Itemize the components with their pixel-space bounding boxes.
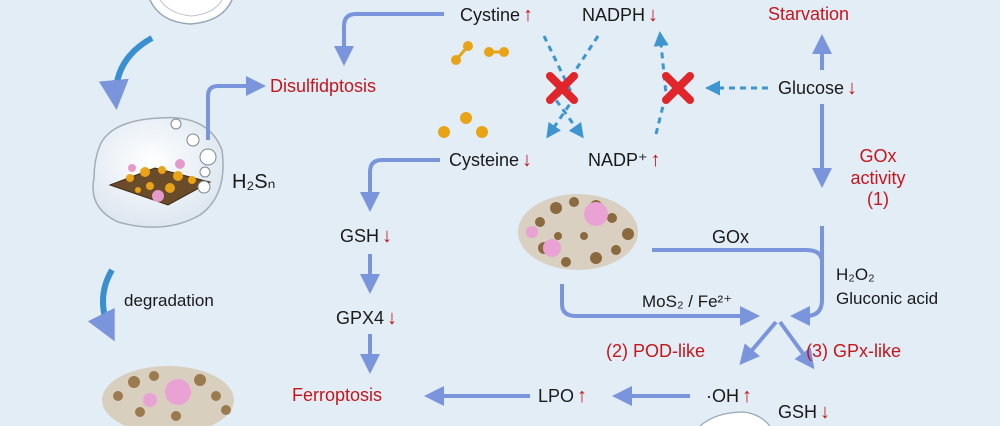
- down-arrow-icon: ↓: [387, 307, 398, 329]
- top-circle-icon: [149, 0, 233, 25]
- bubbles-icon: [170, 118, 217, 194]
- label-nadp: NADP⁺↑: [588, 149, 661, 171]
- up-arrow-icon: ↑: [577, 385, 588, 407]
- label-gsh: GSH↓: [340, 225, 393, 247]
- down-arrow-icon: ↓: [847, 77, 858, 99]
- arrow-cysteine-to-gsh: [360, 158, 440, 212]
- dashed-arrow-nadph-nadp: [554, 35, 600, 139]
- label-mos2-fe: MoS₂ / Fe²⁺: [642, 292, 733, 311]
- label-gluconic-acid: Gluconic acid: [836, 289, 939, 308]
- down-arrow-icon: ↓: [382, 225, 393, 247]
- label-cysteine: Cysteine↓: [449, 149, 533, 171]
- line-gox-down: [790, 226, 824, 326]
- up-arrow-icon: ↑: [523, 4, 534, 26]
- up-arrow-icon: ↑: [742, 385, 752, 407]
- label-starvation: Starvation: [768, 4, 850, 24]
- label-oh: ·OH↑: [706, 385, 752, 407]
- molecule-dots-icon: [438, 41, 509, 138]
- cross-icon: [662, 72, 694, 104]
- label-lpo: LPO↑: [538, 385, 588, 407]
- down-arrow-icon: ↓: [820, 401, 831, 423]
- label-h2sn: H₂Sₙ: [232, 171, 276, 193]
- nanosheet-icon: [518, 194, 638, 270]
- label-nadph: NADPH↓: [582, 4, 659, 26]
- degraded-nanosheet-icon: [102, 366, 234, 426]
- down-arrow-icon: ↓: [648, 4, 659, 26]
- label-gox-activity: GOx activity (1): [850, 146, 906, 210]
- dashed-arrow-nadp-to-nadph: [653, 31, 669, 135]
- down-arrow-icon: ↓: [522, 149, 533, 171]
- up-arrow-icon: ↑: [650, 149, 661, 171]
- curved-arrow-bottom: [87, 268, 115, 342]
- arrow-pod: [739, 320, 778, 366]
- label-ferroptosis: Ferroptosis: [292, 385, 383, 405]
- arrow-mos2: [560, 284, 760, 326]
- label-h2o2: H₂O₂: [836, 265, 875, 284]
- label-gpx-like: (3) GPx-like: [806, 341, 902, 361]
- label-pod-like: (2) POD-like: [606, 341, 706, 361]
- bottom-cell-icon: [699, 411, 771, 426]
- arrow-h2sn-to-disulfidptosis: [206, 76, 266, 140]
- label-degradation: degradation: [124, 291, 214, 310]
- arrow-gpx: [778, 320, 815, 370]
- label-glucose: Glucose↓: [778, 77, 858, 99]
- cross-icon: [546, 72, 578, 104]
- arrow-gox: [652, 248, 824, 263]
- label-gsh-2: GSH↓: [778, 401, 831, 423]
- label-cystine: Cystine↑: [460, 4, 534, 26]
- curved-arrow-top: [98, 35, 154, 110]
- label-gox: GOx: [712, 227, 750, 247]
- arrow-cystine-to-disulfidptosis: [334, 12, 444, 66]
- label-gpx4: GPX4↓: [336, 307, 398, 329]
- label-disulfidptosis: Disulfidptosis: [270, 76, 377, 96]
